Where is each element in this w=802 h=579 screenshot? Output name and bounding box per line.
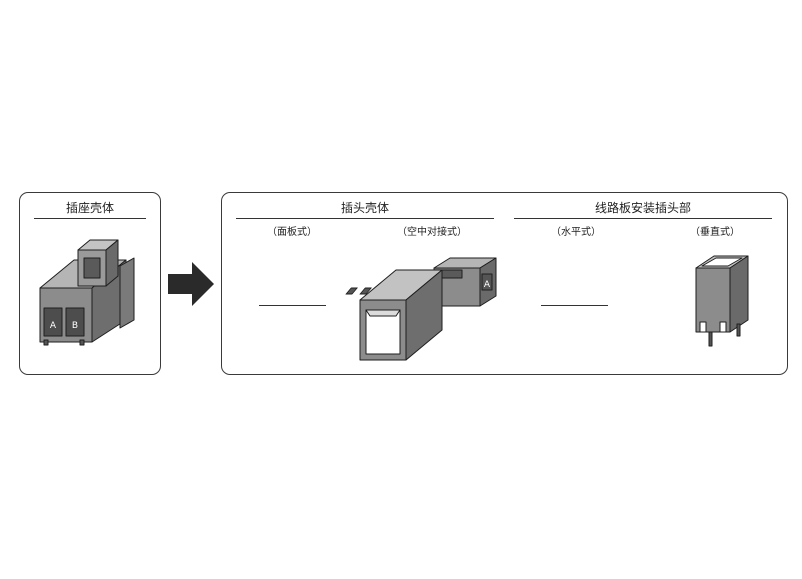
plug-housing-title: 插头壳体	[340, 201, 389, 215]
plug-front-opening	[365, 309, 401, 355]
header-pin-1	[708, 331, 713, 347]
plug-tail-window	[481, 273, 493, 291]
panel-mount-empty-line	[259, 305, 326, 307]
receptacle-housing-title: 插座壳体	[65, 201, 114, 215]
board-mount-header-title: 线路板安装插头部	[594, 201, 691, 215]
receptacle-pin-a-mark: A	[50, 321, 57, 331]
board-mount-header-title-rule	[514, 218, 772, 220]
plug-housing-title-rule	[236, 218, 494, 220]
plug-top-mark-1	[345, 287, 358, 295]
horizontal-mount-label: （水平式）	[551, 227, 601, 238]
plug-tail-slot-1	[439, 269, 463, 279]
receptacle-foot-right	[79, 339, 85, 346]
plug-pin-mark: A	[484, 280, 491, 290]
vertical-mount-label: （垂直式）	[690, 227, 740, 238]
header-side-face	[729, 255, 749, 333]
right-arrow-icon	[168, 262, 214, 306]
receptacle-rail	[119, 257, 135, 329]
plug-top-mark-2	[359, 287, 372, 295]
receptacle-housing-title-rule	[34, 218, 146, 220]
header-notch-right	[719, 321, 727, 333]
free-hanging-plug-illustration: A	[345, 257, 497, 361]
receptacle-cavity-a	[43, 307, 63, 337]
panel-mount-label: （面板式）	[267, 227, 317, 238]
receptacle-housing-illustration: A B	[39, 239, 135, 346]
receptacle-cavity-b	[65, 307, 85, 337]
horizontal-mount-empty-line	[541, 305, 608, 307]
header-pin-2	[736, 323, 741, 337]
receptacle-pin-b-mark: B	[72, 321, 78, 331]
receptacle-latch-slot	[83, 257, 101, 279]
receptacle-latch-side	[105, 239, 119, 287]
free-hanging-label: （空中对接式）	[397, 227, 467, 238]
receptacle-foot-left	[43, 339, 49, 346]
vertical-header-illustration	[695, 255, 749, 347]
header-opening	[701, 257, 743, 267]
plug-opening-depth	[365, 309, 401, 317]
plug-options-panel	[221, 192, 788, 375]
header-notch-left	[699, 321, 707, 333]
